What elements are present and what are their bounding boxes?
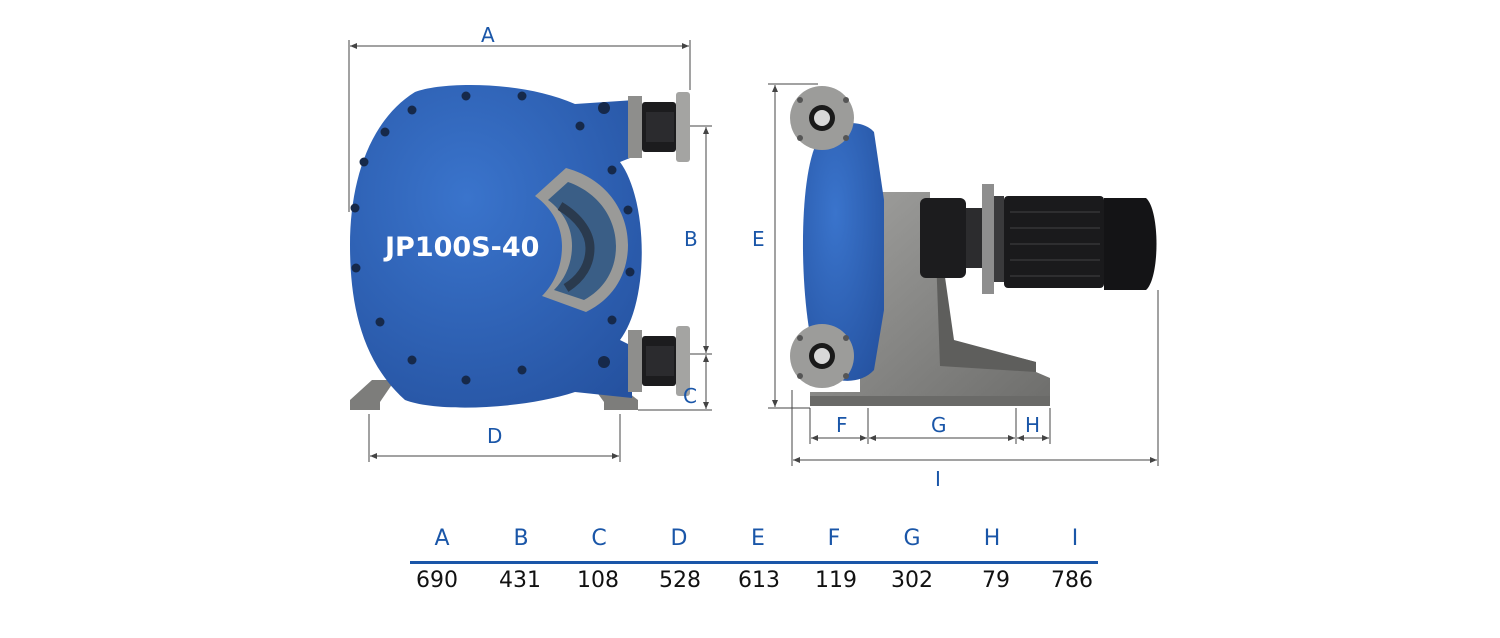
spec-value-g: 302 [891, 568, 933, 593]
motor-fan-cover [1104, 198, 1157, 290]
spec-value-c: 108 [577, 568, 619, 593]
dim-label-f: F [836, 413, 848, 437]
spec-value-e: 613 [738, 568, 780, 593]
pump-side-view [790, 86, 1157, 406]
pump-front-view: JP100S-40 [350, 84, 690, 410]
gearbox [920, 198, 966, 278]
housing-bolts [350, 91, 635, 385]
dim-label-c: C [683, 384, 697, 408]
dim-label-d: D [487, 424, 502, 448]
top-port-front [628, 92, 690, 162]
dimension-lines [348, 40, 1159, 466]
dim-label-i: I [935, 467, 941, 491]
base-plate [810, 396, 1050, 406]
motor-body [1004, 196, 1104, 288]
spec-header-a: A [434, 526, 450, 551]
spec-header-c: C [591, 526, 607, 551]
pump-housing-side [802, 122, 884, 381]
spec-header-e: E [751, 526, 765, 551]
pump-housing [350, 84, 642, 408]
spec-value-i: 786 [1051, 568, 1093, 593]
spec-header-g: G [903, 526, 921, 551]
top-flange-side [790, 86, 854, 150]
spec-value-b: 431 [499, 568, 541, 593]
spec-table-rule [410, 561, 1098, 564]
hose-visible [557, 202, 595, 292]
dim-label-a: A [481, 23, 495, 47]
motor-fins [1010, 211, 1100, 277]
bottom-flange-side [790, 324, 854, 388]
spec-header-h: H [983, 526, 1001, 551]
coupling [966, 208, 982, 268]
spec-header-d: D [670, 526, 688, 551]
dim-label-e: E [752, 227, 765, 251]
motor-flange [982, 184, 994, 294]
bottom-port-front [628, 326, 690, 396]
frame-plate-shadow [934, 200, 1036, 372]
spec-header-i: I [1071, 526, 1079, 551]
spec-header-f: F [827, 526, 841, 551]
spec-value-d: 528 [659, 568, 701, 593]
left-foot [350, 380, 395, 410]
dimension-letters: A B C D E F G H I [481, 23, 1040, 491]
spec-header-b: B [513, 526, 529, 551]
spec-value-a: 690 [416, 568, 458, 593]
dim-label-g: G [931, 413, 947, 437]
spec-value-f: 119 [815, 568, 857, 593]
dim-label-b: B [684, 227, 698, 251]
spec-value-h: 79 [982, 568, 1010, 593]
motor-flange-2 [994, 196, 1004, 282]
dim-label-h: H [1025, 413, 1040, 437]
model-name: JP100S-40 [383, 232, 539, 263]
